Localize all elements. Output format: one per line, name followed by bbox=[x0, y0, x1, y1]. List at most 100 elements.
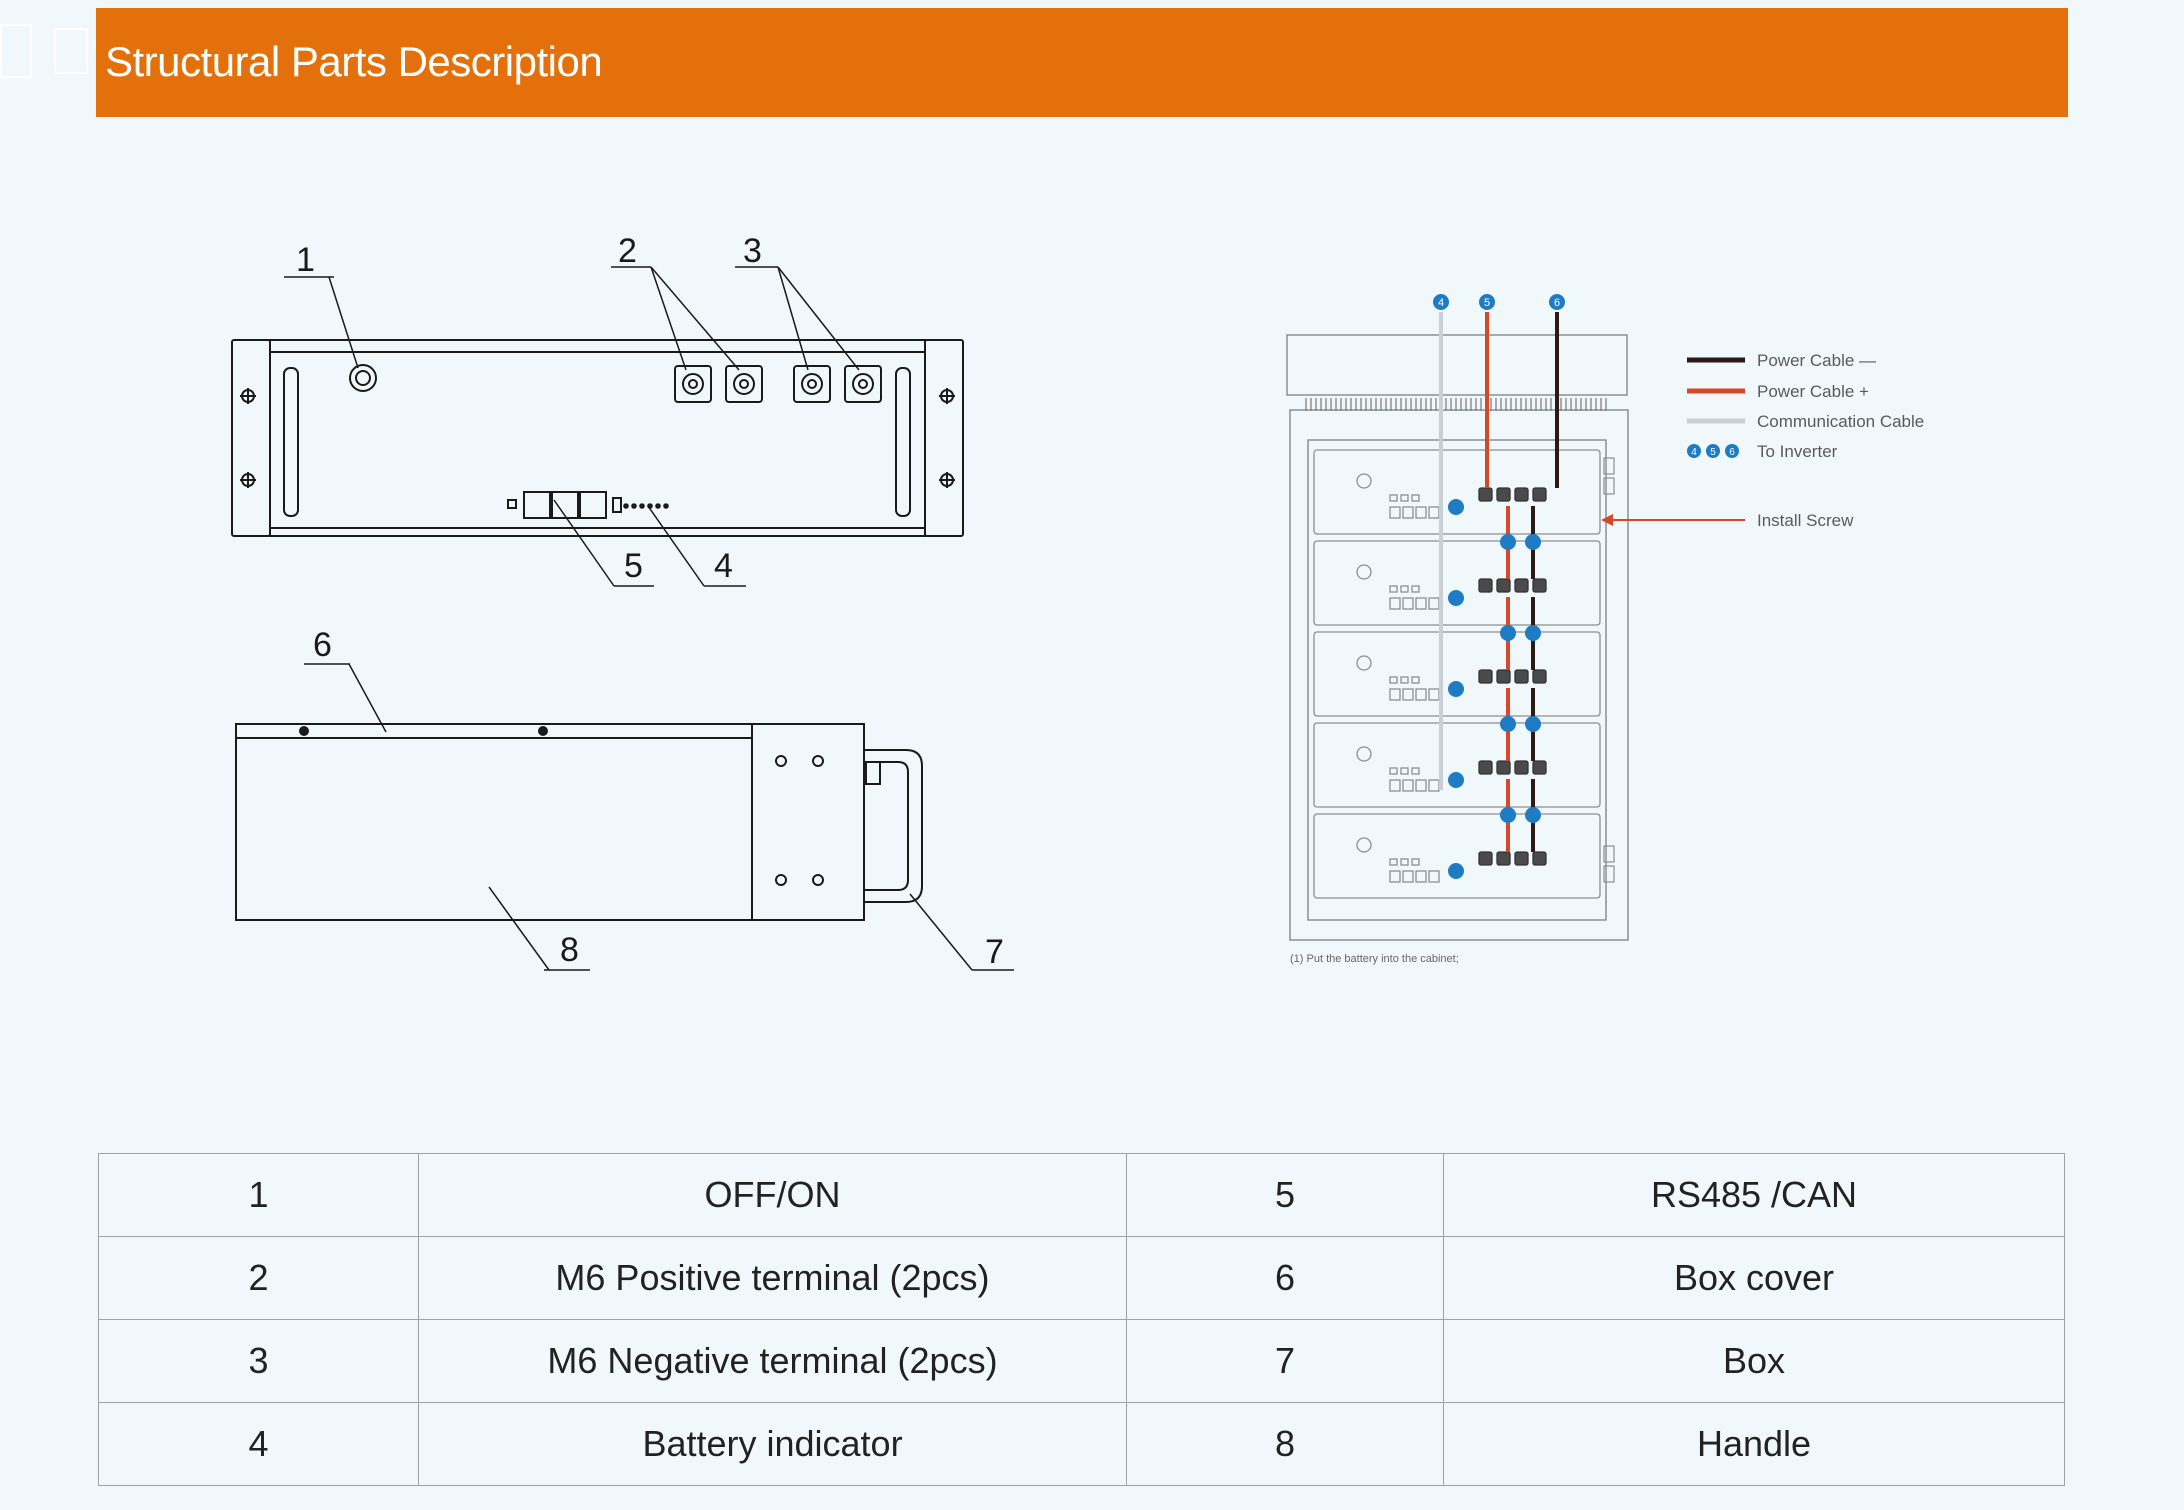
callout-1: 1 bbox=[296, 241, 315, 279]
corner-frame-decoration bbox=[0, 24, 32, 78]
module-port-icon bbox=[1400, 767, 1409, 775]
module-port-icon bbox=[1389, 585, 1398, 593]
module-terminal-icon bbox=[1514, 487, 1529, 502]
legend-marker-4: 4 bbox=[1691, 447, 1697, 458]
parts-table: 1 OFF/ON 5 RS485 /CAN 2 M6 Positive term… bbox=[98, 1153, 2065, 1486]
rack-ear-screw-icon bbox=[240, 388, 955, 488]
part-number: 5 bbox=[1126, 1153, 1444, 1237]
callout-4: 4 bbox=[714, 547, 733, 585]
module-terminal-icon bbox=[1496, 487, 1511, 502]
cabinet-caption: (1) Put the battery into the cabinet; bbox=[1290, 953, 1459, 965]
module-terminal-icon bbox=[1532, 851, 1547, 866]
comm-port-icon bbox=[507, 491, 622, 519]
module-port-icon bbox=[1402, 688, 1414, 701]
module-port-icon bbox=[1411, 494, 1420, 502]
table-row: 1 OFF/ON 5 RS485 /CAN bbox=[98, 1153, 2065, 1237]
legend-label-positive: Power Cable + bbox=[1757, 382, 1869, 401]
module-port-icon bbox=[1400, 676, 1409, 684]
link-marker-icon bbox=[1525, 625, 1541, 641]
inverter-marker-label: 5 bbox=[1484, 297, 1490, 309]
power-switch-icon bbox=[349, 364, 377, 392]
module-port-icon bbox=[1389, 597, 1401, 610]
inverter-markers: 4 5 6 bbox=[1433, 294, 1565, 879]
module-port-icon bbox=[1402, 597, 1414, 610]
part-description: M6 Negative terminal (2pcs) bbox=[418, 1319, 1127, 1403]
terminal-icon bbox=[674, 365, 882, 403]
table-row: 2 M6 Positive terminal (2pcs) 6 Box cove… bbox=[98, 1236, 2065, 1320]
module-port-icon bbox=[1389, 506, 1401, 519]
module-port-icon bbox=[1389, 688, 1401, 701]
module-port-icon bbox=[1400, 858, 1409, 866]
module-power-icon bbox=[1356, 564, 1372, 580]
module-port-icon bbox=[1400, 585, 1409, 593]
module-port-icon bbox=[1389, 779, 1401, 792]
inverter-marker-label: 4 bbox=[1438, 297, 1444, 309]
module-terminal-icon bbox=[1478, 578, 1493, 593]
module-port-icon bbox=[1389, 870, 1401, 883]
link-marker-icon bbox=[1500, 625, 1516, 641]
module-port-icon bbox=[1428, 506, 1440, 519]
module-power-icon bbox=[1356, 837, 1372, 853]
part-number: 2 bbox=[98, 1236, 419, 1320]
left-rack-ear bbox=[231, 339, 271, 537]
callout-leaders bbox=[304, 663, 1014, 971]
module-terminal-icon bbox=[1478, 760, 1493, 775]
comm-marker-icon bbox=[1448, 590, 1464, 606]
callout-2: 2 bbox=[618, 232, 637, 270]
part-description: Box cover bbox=[1443, 1236, 2065, 1320]
module-port-icon bbox=[1415, 870, 1427, 883]
callout-8: 8 bbox=[560, 931, 579, 969]
legend-marker-6: 6 bbox=[1729, 447, 1735, 458]
cabinet-vent bbox=[1305, 398, 1607, 411]
module-frame bbox=[1313, 631, 1601, 717]
module-port-icon bbox=[1428, 779, 1440, 792]
module-power-icon bbox=[1356, 655, 1372, 671]
link-marker-icon bbox=[1525, 716, 1541, 732]
box-body bbox=[235, 723, 865, 921]
module-terminal-icon bbox=[1478, 851, 1493, 866]
module-port-icon bbox=[1400, 494, 1409, 502]
battery-module bbox=[1313, 722, 1601, 808]
part-description: Handle bbox=[1443, 1402, 2065, 1486]
module-port-icon bbox=[1428, 870, 1440, 883]
inverter-marker-label: 6 bbox=[1554, 297, 1560, 309]
module-port-icon bbox=[1389, 494, 1398, 502]
inverter-marker-icon bbox=[1549, 294, 1565, 310]
module-frame bbox=[1313, 540, 1601, 626]
module-terminal-icon bbox=[1514, 578, 1529, 593]
front-left-handle bbox=[283, 367, 299, 517]
link-marker-icon bbox=[1525, 534, 1541, 550]
module-terminal-icon bbox=[1496, 669, 1511, 684]
legend-label-inverter: To Inverter bbox=[1757, 442, 1838, 461]
cabinet-modules bbox=[1313, 449, 1601, 899]
module-port-icon bbox=[1402, 506, 1414, 519]
module-terminal-icon bbox=[1532, 578, 1547, 593]
module-frame bbox=[1313, 813, 1601, 899]
corner-frame-decoration bbox=[54, 28, 88, 74]
module-terminal-icon bbox=[1532, 760, 1547, 775]
install-screw-pointer: Install Screw bbox=[1601, 511, 1854, 530]
callout-7: 7 bbox=[985, 933, 1004, 971]
front-view-callouts: 1 2 3 4 5 bbox=[296, 232, 762, 585]
module-port-icon bbox=[1415, 688, 1427, 701]
module-terminal-icon bbox=[1496, 851, 1511, 866]
battery-module bbox=[1313, 631, 1601, 717]
side-view-callouts: 6 7 8 bbox=[313, 626, 1004, 971]
module-port-icon bbox=[1415, 506, 1427, 519]
front-panel-body bbox=[269, 339, 926, 537]
battery-module bbox=[1313, 540, 1601, 626]
module-port-icon bbox=[1402, 779, 1414, 792]
callout-6: 6 bbox=[313, 626, 332, 664]
module-port-icon bbox=[1389, 676, 1398, 684]
module-port-icon bbox=[1428, 688, 1440, 701]
side-handle bbox=[864, 749, 923, 903]
inverter-marker-icon bbox=[1433, 294, 1449, 310]
part-number: 4 bbox=[98, 1402, 419, 1486]
comm-marker-icon bbox=[1448, 772, 1464, 788]
module-terminal-icon bbox=[1532, 487, 1547, 502]
battery-module bbox=[1313, 813, 1601, 899]
part-description: Battery indicator bbox=[418, 1402, 1127, 1486]
link-marker-icon bbox=[1500, 716, 1516, 732]
callout-leaders bbox=[284, 266, 860, 587]
callout-5: 5 bbox=[624, 547, 643, 585]
